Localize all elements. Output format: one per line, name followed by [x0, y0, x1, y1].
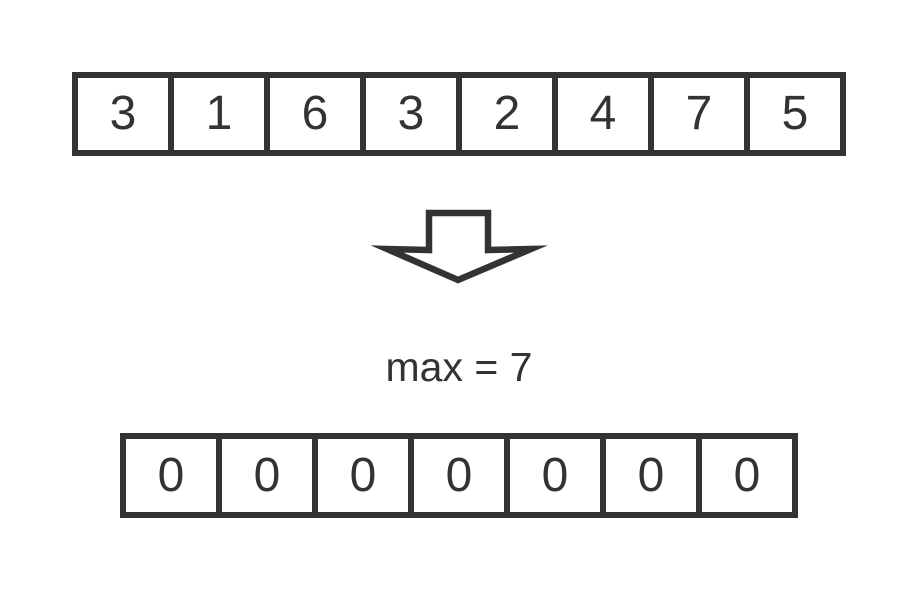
- array-cell: 1: [168, 78, 264, 150]
- max-label: max = 7: [385, 344, 533, 390]
- array-cell: 0: [600, 439, 696, 512]
- array-cell: 2: [456, 78, 552, 150]
- array-cell: 3: [360, 78, 456, 150]
- array-cell: 6: [264, 78, 360, 150]
- array-cell: 0: [696, 439, 792, 512]
- array-cell: 0: [312, 439, 408, 512]
- array-cell: 0: [408, 439, 504, 512]
- array-cell: 5: [744, 78, 840, 150]
- down-arrow-icon: [370, 209, 548, 284]
- array-cell: 3: [109, 87, 137, 140]
- array-cell: 0: [216, 439, 312, 512]
- array-cell: 7: [648, 78, 744, 150]
- array-cell: 4: [552, 78, 648, 150]
- array-cell: 0: [157, 448, 185, 502]
- array-cell: 0: [504, 439, 600, 512]
